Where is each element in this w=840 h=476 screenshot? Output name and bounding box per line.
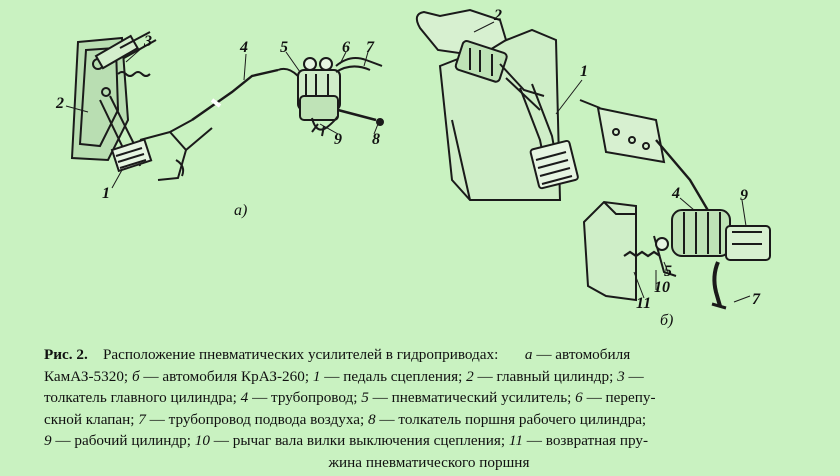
caption-num: 5 [361,389,369,407]
caption-text: КамАЗ-5320; [44,367,132,385]
label-a-3: 3 [144,33,152,50]
caption-line-6: жина пневматического поршня [328,453,530,471]
label-a-4: 4 [240,39,248,56]
leader-lines [65,21,751,303]
caption-line-2: КамАЗ-5320; б — автомобиля КрАЗ-260; 1 —… [44,366,814,388]
schematic-drawings [65,8,771,310]
drawing-b-assembly [415,8,771,310]
caption-a-tail: — автомобиля [532,346,631,363]
label-b-2: 2 [494,7,502,24]
caption-text: — перепу- [582,389,656,407]
caption-text: — рычаг вала вилки выключения сцепления; [209,432,509,450]
caption-num: 6 [575,389,583,407]
caption-text: — пневматический усилитель; [368,389,576,407]
caption-num: 4 [240,389,249,407]
caption-num: 3 [617,367,625,385]
label-b-1: 1 [580,63,588,80]
caption-fig-number: Рис. 2. [44,346,88,363]
caption-a-letter: а [524,346,533,363]
label-b-11: 11 [636,295,652,312]
label-a-5: 5 [280,39,288,56]
caption-num: 1 [312,367,321,385]
sublabel-b: б) [660,312,674,329]
caption-line-1: Рис. 2. Расположение пневматических усил… [44,344,814,366]
caption-num: 8 [368,410,376,428]
caption-num: 7 [138,410,146,428]
caption-title: Расположение пневматических усилителей в… [102,346,499,363]
caption-text: — толкатель поршня рабочего цилиндра; [375,410,647,428]
caption-num: 10 [194,432,210,450]
figure-caption: Рис. 2. Расположение пневматических усил… [44,344,814,474]
label-b-7: 7 [752,291,760,308]
label-a-7: 7 [366,39,374,56]
caption-text: толкатель главного цилиндра; [44,389,241,407]
caption-text: — автомобиля КрАЗ-260; [139,367,313,385]
label-a-2: 2 [56,95,64,112]
caption-text: — трубопровод подвода воздуха; [145,410,369,428]
caption-num: 11 [508,432,523,450]
caption-line-4: скной клапан; 7 — трубопровод подвода во… [44,409,814,431]
figure-illustration: 3 2 1 4 5 6 7 9 8 а) 2 1 4 9 5 10 11 7 б… [56,7,771,329]
caption-text: — главный цилиндр; [473,367,618,385]
drawing-a-pedal-assembly [70,31,384,181]
label-a-9: 9 [334,131,342,148]
caption-b-letter: б [131,367,140,385]
caption-line-5: 9 — рабочий цилиндр; 10 — рычаг вала вил… [44,430,814,452]
caption-text: — возвратная пру- [522,432,648,450]
label-b-9: 9 [740,187,748,204]
caption-text: — [624,367,644,385]
caption-line-3: толкатель главного цилиндра; 4 — трубопр… [44,387,814,409]
caption-text: — педаль сцепления; [320,367,467,385]
caption-text: скной клапан; [44,410,139,428]
label-a-8: 8 [372,131,380,148]
label-b-4: 4 [672,185,680,202]
caption-num: 9 [44,432,52,450]
sublabel-a: а) [234,202,248,219]
caption-text: — трубопровод; [248,389,362,407]
label-a-1: 1 [102,185,110,202]
caption-text: — рабочий цилиндр; [51,432,195,450]
caption-num: 2 [466,367,474,385]
label-a-6: 6 [342,39,350,56]
label-b-10: 10 [654,279,670,296]
label-b-5: 5 [664,263,672,280]
